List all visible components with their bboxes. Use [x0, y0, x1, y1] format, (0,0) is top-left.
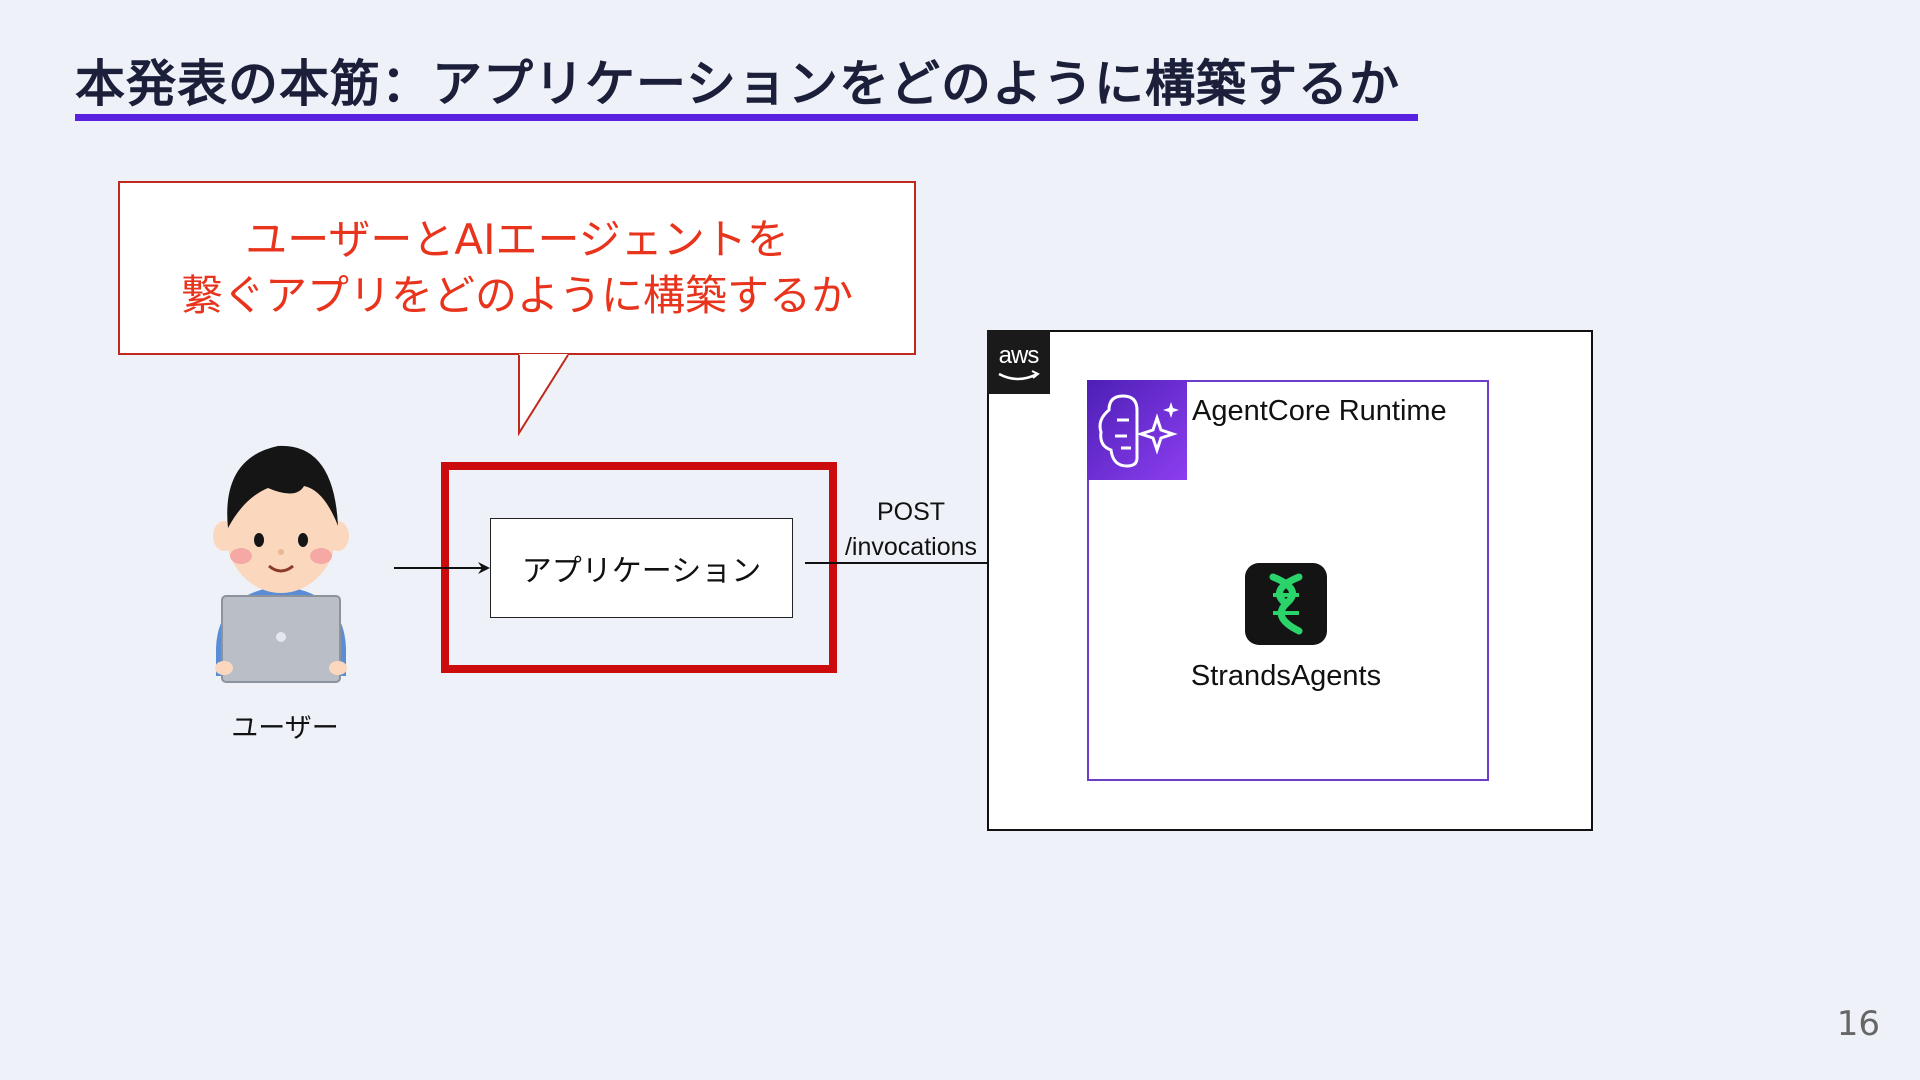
user-label: ユーザー — [210, 706, 360, 745]
callout-line-1: ユーザーとAIエージェントを — [245, 212, 788, 268]
aws-smile-icon — [987, 330, 1050, 394]
request-method: POST — [836, 495, 986, 530]
strands-agents-label: StrandsAgents — [1136, 660, 1436, 693]
agentcore-runtime-label: AgentCore Runtime — [1192, 395, 1447, 428]
request-label: POST /invocations — [836, 495, 986, 565]
application-box: アプリケーション — [490, 518, 793, 618]
title-underline — [75, 114, 1418, 121]
slide-title: 本発表の本筋：アプリケーションをどのように構築するか — [75, 44, 1400, 116]
callout-line-2: 繋ぐアプリをどのように構築するか — [181, 268, 853, 324]
application-label: アプリケーション — [522, 546, 761, 590]
aws-logo-icon: aws — [987, 330, 1050, 394]
page-number: 16 — [1820, 1004, 1880, 1044]
strands-agents-icon — [1245, 563, 1327, 645]
callout-box: ユーザーとAIエージェントを 繋ぐアプリをどのように構築するか — [118, 181, 916, 355]
request-path: /invocations — [836, 530, 986, 565]
agentcore-runtime-icon — [1087, 380, 1187, 480]
user-icon — [206, 428, 356, 688]
